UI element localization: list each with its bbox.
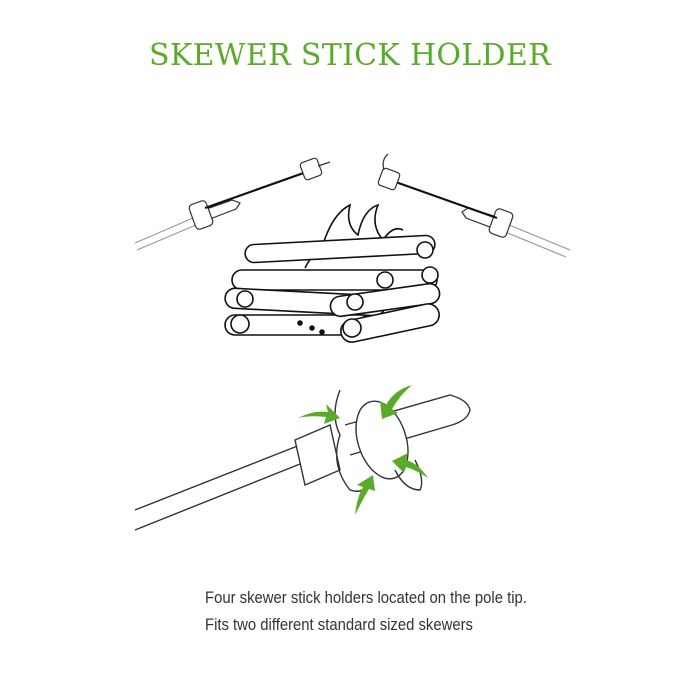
left-pole-icon [134,157,331,251]
page-title: SKEWER STICK HOLDER [149,38,551,73]
caption-line-2: Fits two different standard sized skewer… [205,616,473,634]
right-pole-icon [377,153,571,258]
arrow-icons [298,385,428,515]
caption-line-1: Four skewer stick holders located on the… [205,589,527,607]
campfire-icon [224,203,441,343]
pole-tip-detail-icon [134,389,471,531]
caption: Four skewer stick holders located on the… [205,585,563,639]
